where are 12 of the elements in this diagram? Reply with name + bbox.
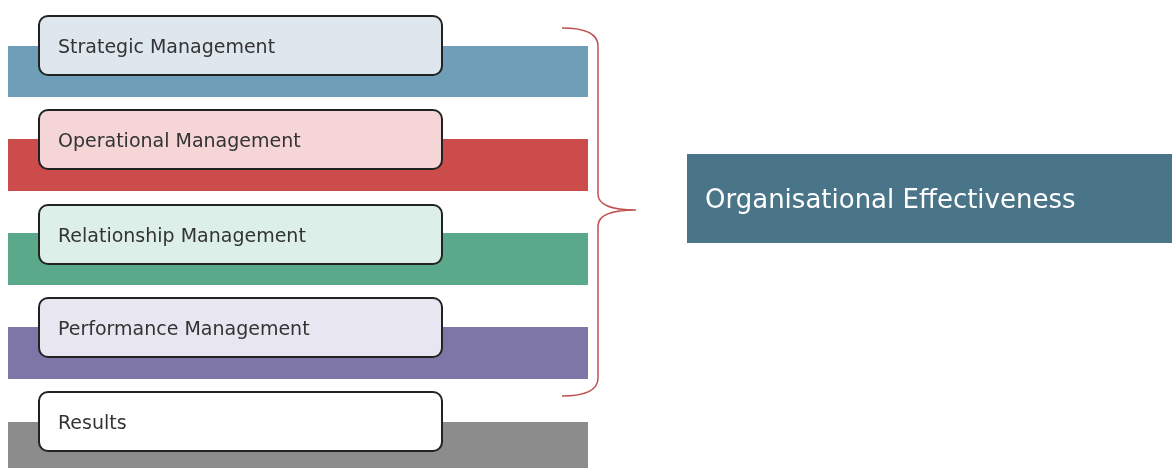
result-box (687, 154, 1172, 243)
label-box (38, 109, 443, 170)
label-text: Performance Management (58, 316, 310, 339)
label-text: Organisational Effectiveness (705, 183, 1076, 214)
label-text: Strategic Management (58, 34, 276, 57)
label-text: Relationship Management (58, 223, 306, 246)
label-box (38, 15, 443, 76)
label-box (38, 204, 443, 265)
label-box (38, 391, 443, 452)
label-box (38, 297, 443, 358)
label-text: Operational Management (58, 128, 301, 151)
label-text: Results (58, 410, 127, 433)
